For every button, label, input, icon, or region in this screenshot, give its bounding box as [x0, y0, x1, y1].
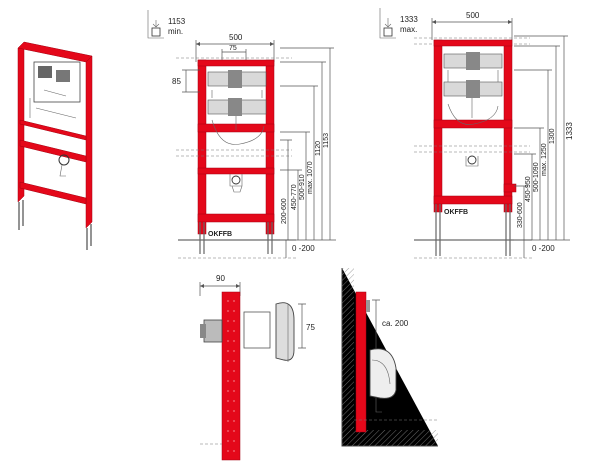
dim-85-label: 85 — [172, 77, 181, 86]
max-height-unit: max. — [400, 25, 417, 34]
vdim-1333: 1333 — [565, 122, 574, 140]
vdim-450-770: 450-770 — [291, 184, 298, 210]
max-height-value: 1333 — [400, 15, 418, 24]
section-ca-200: ca. 200 — [382, 319, 409, 328]
floor-offset-right: 0 -200 — [532, 244, 555, 253]
min-height-unit: min. — [168, 27, 183, 36]
floor-label-okffb: OKFFB — [208, 231, 232, 238]
vdim-200-600: 200-600 — [281, 198, 288, 224]
vdim-1120: 1120 — [315, 141, 322, 156]
section-dim-90: 90 — [216, 274, 225, 283]
width-dimension-right: 500 — [466, 11, 480, 20]
section-right: ca. 200 — [341, 268, 438, 447]
floor-offset-left: 0 -200 — [292, 244, 315, 253]
vdim-1300: 1300 — [549, 128, 556, 144]
vertical-dimensions-left: 200-600 450-770 500-910 max. 1070 1120 1… — [280, 47, 336, 241]
section-left: 90 75 — [199, 274, 315, 461]
width-dimension: 500 — [229, 33, 243, 42]
section-dim-75: 75 — [306, 323, 315, 332]
vertical-dimensions-right: 330-600 450-950 500-1090 max. 1250 1300 … — [514, 35, 574, 241]
vdim-1153: 1153 — [323, 133, 330, 148]
floor-label-okffb-right: OKFFB — [444, 209, 468, 216]
isometric-frame-illustration — [17, 41, 93, 250]
vdim-500-1090: 500-1090 — [533, 162, 540, 192]
elevation-left: 1153 min. 500 75 85 — [147, 10, 336, 259]
dim-75-label: 75 — [229, 45, 237, 52]
elevation-right: 1333 max. 500 OKFFB 3 — [379, 8, 574, 259]
vdim-500-910: 500-910 — [299, 174, 306, 200]
min-height-value: 1153 — [168, 17, 186, 26]
vdim-max-1250: max. 1250 — [541, 143, 548, 176]
vdim-330-600: 330-600 — [517, 202, 524, 228]
vdim-max-1070: max. 1070 — [307, 161, 314, 194]
vdim-450-950: 450-950 — [525, 176, 532, 202]
